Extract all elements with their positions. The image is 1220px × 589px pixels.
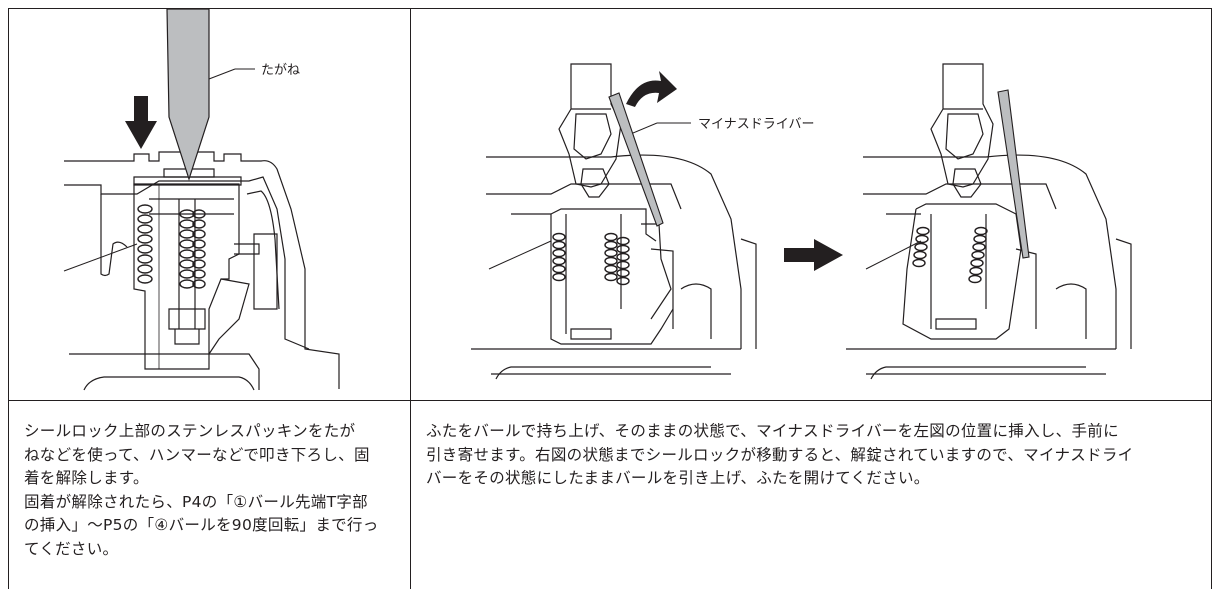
after-figure xyxy=(846,63,1132,380)
table-border-top xyxy=(8,8,1212,9)
table-divider-vertical xyxy=(410,8,411,589)
screwdriver-tool-after xyxy=(997,89,1030,259)
right-caption: ふたをバールで持ち上げ、そのままの状態で、マイナスドライバーを左図の位置に挿入し… xyxy=(426,422,1134,487)
chisel-label: たがね xyxy=(261,63,300,78)
table-border-right xyxy=(1211,8,1212,589)
screwdriver-tool xyxy=(608,92,664,227)
table-border-left xyxy=(8,8,9,589)
chisel-illustration-cell: たがね xyxy=(9,9,410,400)
screwdriver-label: マイナスドライバー xyxy=(698,117,814,132)
table-divider-horizontal xyxy=(8,400,1212,401)
chisel-illustration: たがね xyxy=(63,9,340,391)
left-caption: シールロック上部のステンレスパッキンをたが ねなどを使って、ハンマーなどで叩き下… xyxy=(24,422,379,558)
pull-arrow-icon xyxy=(626,71,677,107)
chisel-tool xyxy=(166,9,210,181)
instruction-table: たがね xyxy=(8,8,1212,589)
screwdriver-illustration-cell: マイナスドライバー xyxy=(411,9,1211,400)
before-figure xyxy=(471,63,757,380)
right-arrow-icon xyxy=(784,239,843,271)
down-arrow-icon xyxy=(125,96,157,149)
screwdriver-illustration: マイナスドライバー xyxy=(471,63,1132,380)
